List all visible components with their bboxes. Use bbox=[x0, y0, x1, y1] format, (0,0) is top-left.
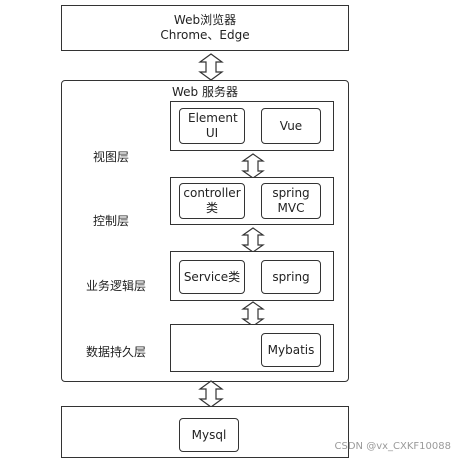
double-arrow-server-database bbox=[198, 380, 224, 408]
element-ui-label: Element UI bbox=[188, 111, 238, 140]
browser-title: Web浏览器 bbox=[173, 13, 237, 27]
element-ui-content: Element UI bbox=[180, 109, 244, 143]
vue-box: Vue bbox=[261, 108, 321, 144]
layer-label-view: 视图层 bbox=[93, 150, 130, 164]
layer-label-business: 业务逻辑层 bbox=[86, 279, 147, 293]
double-arrow-browser-server bbox=[198, 53, 224, 81]
layer-label-control: 控制层 bbox=[93, 214, 130, 228]
layer-label-data: 数据持久层 bbox=[86, 345, 147, 359]
watermark: CSDN @vx_CXKF10088 bbox=[334, 441, 451, 452]
service-box: Service类 bbox=[179, 260, 245, 294]
browser-box-content: Web浏览器 Chrome、Edge bbox=[62, 6, 348, 50]
browser-subtitle: Chrome、Edge bbox=[160, 28, 250, 42]
mybatis-content: Mybatis bbox=[262, 334, 320, 366]
spring-label: spring bbox=[272, 269, 310, 284]
spring-box: spring bbox=[261, 260, 321, 294]
mysql-box: Mysql bbox=[179, 418, 239, 452]
controller-label: controller 类 bbox=[183, 186, 241, 215]
spring-mvc-box: spring MVC bbox=[261, 183, 321, 219]
controller-box: controller 类 bbox=[179, 183, 245, 219]
service-label: Service类 bbox=[183, 269, 241, 284]
element-ui-box: Element UI bbox=[179, 108, 245, 144]
spring-content: spring bbox=[262, 261, 320, 293]
double-arrow-control-business bbox=[241, 227, 265, 253]
browser-box: Web浏览器 Chrome、Edge bbox=[61, 5, 349, 51]
vue-content: Vue bbox=[262, 109, 320, 143]
mysql-content: Mysql bbox=[180, 419, 238, 451]
mybatis-box: Mybatis bbox=[261, 333, 321, 367]
spring-mvc-label: spring MVC bbox=[272, 186, 310, 215]
controller-content: controller 类 bbox=[180, 184, 244, 218]
server-title: Web 服务器 bbox=[172, 85, 238, 99]
double-arrow-view-control bbox=[241, 153, 265, 179]
vue-label: Vue bbox=[279, 118, 303, 133]
spring-mvc-content: spring MVC bbox=[262, 184, 320, 218]
mybatis-label: Mybatis bbox=[267, 342, 315, 357]
service-content: Service类 bbox=[180, 261, 244, 293]
mysql-label: Mysql bbox=[191, 427, 227, 442]
